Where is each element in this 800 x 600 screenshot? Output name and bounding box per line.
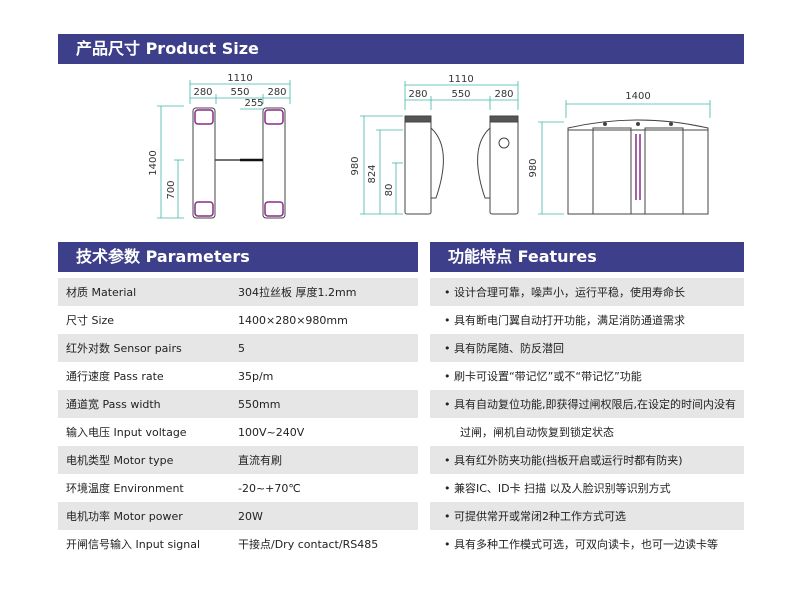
table-row: 红外对数 Sensor pairs 5: [58, 334, 418, 362]
front-height-low-label: 80: [384, 184, 395, 197]
feature-text: • 刷卡可设置“带记忆”或不“带记忆”功能: [444, 370, 642, 383]
top-inner-label: 255: [244, 98, 263, 109]
param-value: 550mm: [238, 397, 281, 411]
param-value: 1400×280×980mm: [238, 313, 348, 327]
table-row: 尺寸 Size 1400×280×980mm: [58, 306, 418, 334]
param-name: 开闸信号输入 Input signal: [66, 538, 201, 551]
list-item: • 刷卡可设置“带记忆”或不“带记忆”功能: [430, 362, 744, 390]
features-banner: 功能特点 Features: [430, 242, 744, 272]
feature-text: • 具有自动复位功能,即获得过闸权限后,在设定的时间内没有: [444, 398, 736, 411]
features-title: 功能特点 Features: [448, 247, 597, 266]
parameters-table: 材质 Material 304拉丝板 厚度1.2mm 尺寸 Size 1400×28…: [58, 278, 418, 558]
list-item: • 设计合理可靠，噪声小，运行平稳，使用寿命长: [430, 278, 744, 306]
list-item: • 可提供常开或常闭2种工作方式可选: [430, 502, 744, 530]
param-name: 红外对数 Sensor pairs: [66, 342, 182, 355]
feature-text: • 具有断电门翼自动打开功能，满足消防通道需求: [444, 314, 685, 327]
param-name: 输入电压 Input voltage: [66, 426, 187, 439]
list-item: • 具有红外防夹功能(挡板开启或运行时都有防夹): [430, 446, 744, 474]
param-value: 304拉丝板 厚度1.2mm: [238, 286, 357, 299]
side-view-labels: 1400 980: [528, 91, 651, 178]
top-overall-label: 1110: [227, 73, 252, 84]
list-item: • 具有多种工作模式可选，可双向读卡，也可一边读卡等: [430, 530, 744, 558]
param-name: 通行速度 Pass rate: [66, 370, 164, 383]
list-item: • 具有自动复位功能,即获得过闸权限后,在设定的时间内没有: [430, 390, 744, 418]
list-item: • 具有防尾随、防反潜回: [430, 334, 744, 362]
param-name: 通道宽 Pass width: [66, 398, 161, 411]
front-overall-label: 1110: [448, 74, 473, 85]
feature-text: • 具有防尾随、防反潜回: [444, 342, 564, 355]
feature-text: • 兼容IC、ID卡 扫描 以及人脸识别等识别方式: [444, 482, 671, 495]
feature-text: • 设计合理可靠，噪声小，运行平稳，使用寿命长: [444, 286, 685, 299]
front-view-labels: 1110 280 550 280 980 824 80: [350, 74, 514, 196]
top-height-total-label: 1400: [148, 150, 159, 175]
top-seg-left-label: 280: [193, 87, 212, 98]
param-name: 电机类型 Motor type: [66, 454, 174, 467]
table-row: 材质 Material 304拉丝板 厚度1.2mm: [58, 278, 418, 306]
parameters-title: 技术参数 Parameters: [76, 247, 250, 266]
param-value: 20W: [238, 509, 263, 523]
param-value: 35p/m: [238, 369, 274, 383]
table-row: 电机类型 Motor type 直流有刷: [58, 446, 418, 474]
list-item: • 兼容IC、ID卡 扫描 以及人脸识别等识别方式: [430, 474, 744, 502]
table-row: 环境温度 Environment -20~+70℃: [58, 474, 418, 502]
front-view-dimensions: [360, 81, 519, 215]
side-view-body: [567, 119, 709, 215]
table-row: 输入电压 Input voltage 100V~240V: [58, 418, 418, 446]
param-name: 电机功率 Motor power: [66, 510, 183, 523]
param-name: 环境温度 Environment: [66, 482, 184, 495]
table-row: 通行速度 Pass rate 35p/m: [58, 362, 418, 390]
list-item: • 具有断电门翼自动打开功能，满足消防通道需求: [430, 306, 744, 334]
side-width-label: 1400: [625, 91, 650, 102]
product-size-banner: 产品尺寸 Product Size: [58, 34, 744, 64]
top-view-labels: 1110 280 550 280 255 1400 700: [148, 73, 287, 200]
param-name: 尺寸 Size: [66, 314, 115, 327]
param-value: 直流有刷: [238, 454, 282, 467]
top-seg-right-label: 280: [267, 87, 286, 98]
drawings-svg: 1110 280 550 280 255 1400 700: [148, 73, 711, 219]
top-view-drawing: [157, 80, 291, 219]
front-seg-left-label: 280: [408, 89, 427, 100]
feature-text: • 具有红外防夹功能(挡板开启或运行时都有防夹): [444, 454, 683, 467]
front-height-mid-label: 824: [367, 164, 378, 183]
side-height-label: 980: [528, 158, 539, 177]
front-seg-right-label: 280: [494, 89, 513, 100]
table-row: 通道宽 Pass width 550mm: [58, 390, 418, 418]
feature-text: • 具有多种工作模式可选，可双向读卡，也可一边读卡等: [444, 538, 718, 551]
list-item: 过闸，闸机自动恢复到锁定状态: [430, 418, 744, 446]
top-seg-mid-label: 550: [230, 87, 249, 98]
param-value: 100V~240V: [238, 425, 305, 439]
param-value: -20~+70℃: [238, 481, 301, 495]
top-height-lower-label: 700: [166, 180, 177, 199]
table-row: 开闸信号输入 Input signal 干接点/Dry contact/RS485: [58, 530, 418, 558]
features-list: • 设计合理可靠，噪声小，运行平稳，使用寿命长 • 具有断电门翼自动打开功能，满…: [430, 278, 744, 558]
side-view-dimensions: [538, 100, 711, 215]
feature-text: 过闸，闸机自动恢复到锁定状态: [460, 426, 614, 439]
top-view-accents: [194, 109, 284, 217]
parameters-banner: 技术参数 Parameters: [58, 242, 418, 272]
feature-text: • 可提供常开或常闭2种工作方式可选: [444, 510, 626, 523]
top-view-body: [192, 107, 286, 219]
front-seg-mid-label: 550: [451, 89, 470, 100]
table-row: 电机功率 Motor power 20W: [58, 502, 418, 530]
front-height-total-label: 980: [350, 156, 361, 175]
product-size-title: 产品尺寸 Product Size: [76, 39, 259, 58]
param-name: 材质 Material: [66, 286, 137, 299]
param-value: 干接点/Dry contact/RS485: [238, 538, 379, 551]
front-view-body: [404, 115, 519, 215]
technical-drawings: 1110 280 550 280 255 1400 700: [58, 68, 744, 238]
param-value: 5: [238, 341, 245, 355]
